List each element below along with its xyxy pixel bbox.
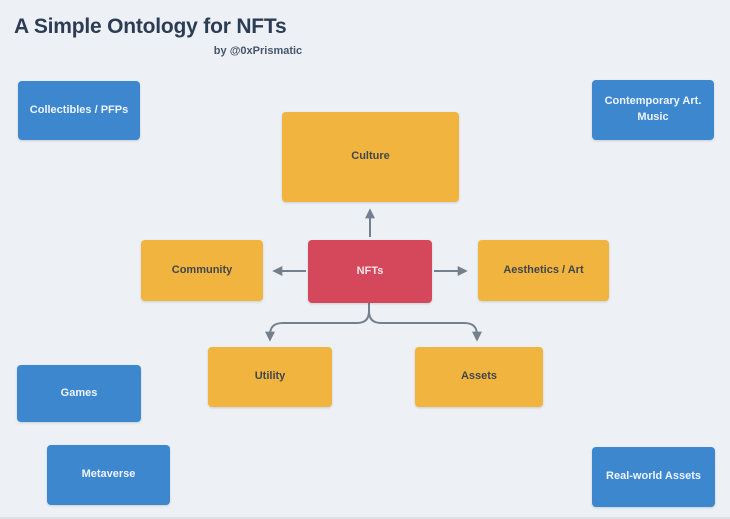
node-games: Games xyxy=(17,365,141,422)
node-utility: Utility xyxy=(208,347,332,407)
arrow-nfts-to-utility xyxy=(265,303,370,342)
page-title: A Simple Ontology for NFTs xyxy=(14,15,287,38)
page-subtitle: by @0xPrismatic xyxy=(213,45,303,57)
node-collectibles-pfps: Collectibles / PFPs xyxy=(18,81,140,140)
node-assets: Assets xyxy=(415,347,543,407)
node-real-world-assets: Real-world Assets xyxy=(592,447,715,507)
node-community: Community xyxy=(141,240,263,301)
arrow-nfts-to-assets xyxy=(368,303,482,342)
node-aesthetics-art: Aesthetics / Art xyxy=(478,240,609,301)
node-nfts-root: NFTs xyxy=(308,240,432,303)
node-contemporary-art-music: Contemporary Art. Music xyxy=(592,80,714,140)
node-metaverse: Metaverse xyxy=(47,445,170,505)
node-culture: Culture xyxy=(282,112,459,202)
